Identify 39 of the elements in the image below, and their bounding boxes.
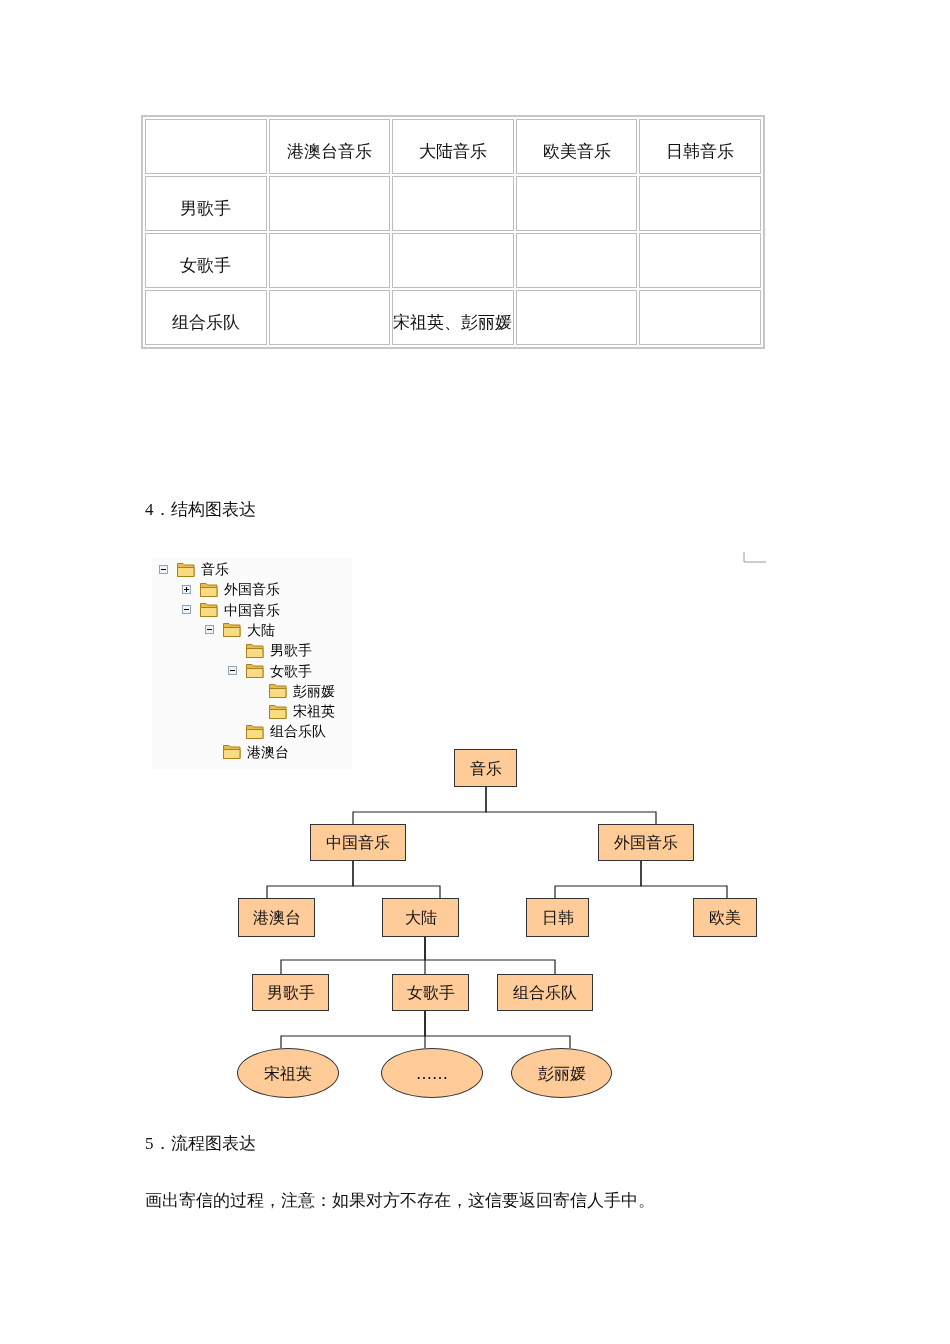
name-ellipse: 宋祖英 [237,1048,339,1098]
org-box: 女歌手 [392,974,469,1011]
section-heading: 4．结构图表达 [145,500,256,520]
tree-item-label: 宋祖英 [293,703,335,720]
org-box: 港澳台 [238,898,315,937]
org-box: 音乐 [454,749,517,787]
tree-item-label: 中国音乐 [224,601,280,618]
org-box: 欧美 [693,898,757,937]
org-box: 组合乐队 [497,974,593,1011]
connector-line [424,936,556,975]
connector-line [424,1010,571,1049]
connector-line [485,786,657,825]
connector-line [352,860,441,899]
name-ellipse: …… [381,1048,483,1098]
tree-item-label: 彭丽媛 [293,682,335,699]
instruction-text: 画出寄信的过程，注意：如果对方不存在，这信要返回寄信人手中。 [145,1191,655,1211]
org-box: 中国音乐 [310,824,406,861]
tree-item-label: 男歌手 [270,642,312,659]
table-cell: 大陆音乐 [392,119,514,174]
tree-item-label: 外国音乐 [224,581,280,598]
tree-item-label: 组合乐队 [270,723,326,740]
org-box: 大陆 [382,898,459,937]
tree-item-label: 女歌手 [270,662,312,679]
table-cell: 日韩音乐 [639,119,761,174]
tree-item-label: 音乐 [201,561,229,577]
section-heading: 5．流程图表达 [145,1134,256,1154]
org-box: 男歌手 [252,974,329,1011]
table-cell: 女歌手 [145,233,267,288]
table-cell: 宋祖英、彭丽媛 [392,290,514,345]
tree-item-label: 大陆 [247,621,275,638]
org-box: 日韩 [526,898,589,937]
table-cell: 组合乐队 [145,290,267,345]
tree-item-label: 港澳台 [247,743,289,760]
table-cell: 男歌手 [145,176,267,231]
org-box: 外国音乐 [598,824,694,861]
table-cell: 欧美音乐 [515,119,638,174]
table-cell: 港澳台音乐 [268,119,391,174]
connector-line [640,860,728,899]
name-ellipse: 彭丽媛 [511,1048,612,1098]
